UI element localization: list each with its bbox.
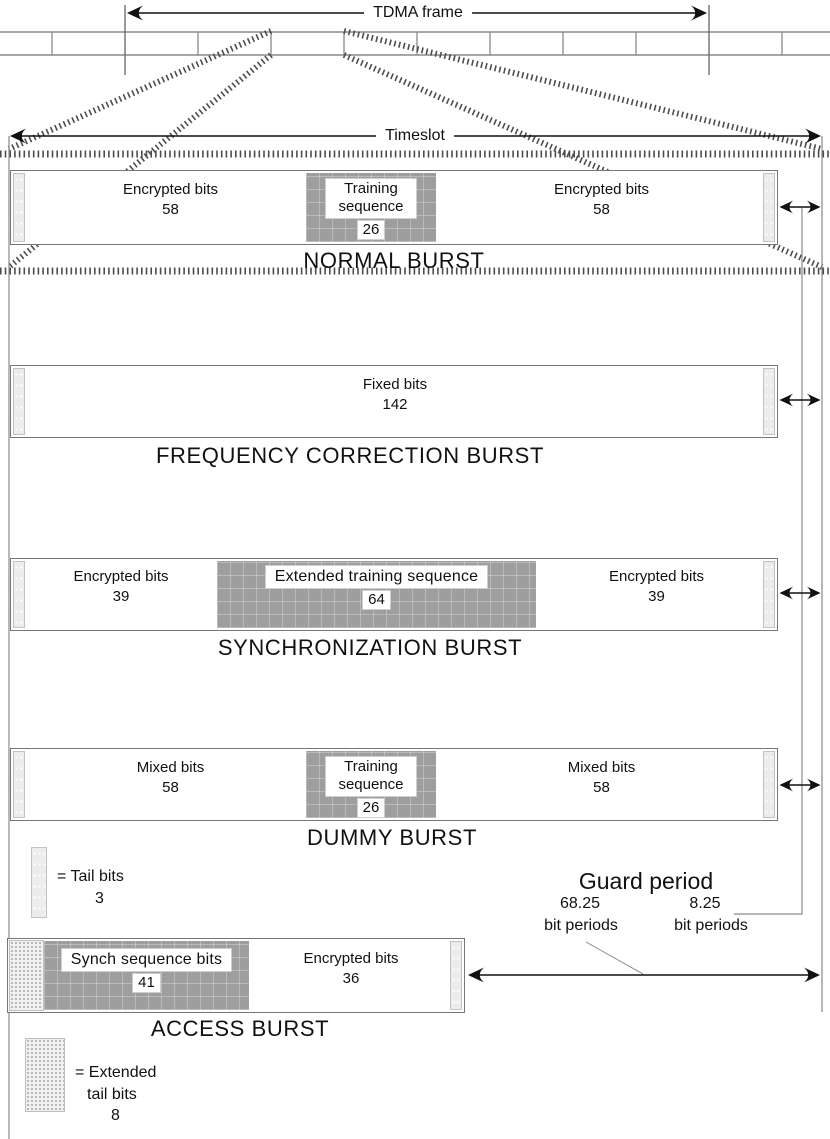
- segment-label: Fixed bits: [362, 376, 428, 393]
- mixed-bits-left-segment: Mixed bits 58: [35, 758, 306, 799]
- extended-tail-legend-label-line2: tail bits: [87, 1085, 137, 1103]
- synch-sequence-bits: 41: [132, 972, 161, 993]
- tail-bits-box: [763, 368, 775, 435]
- synchronization-burst-title: SYNCHRONIZATION BURST: [217, 635, 523, 660]
- segment-bits: 39: [648, 588, 665, 606]
- extended-tail-legend-label-line1: = Extended: [75, 1064, 157, 1081]
- guard-right-unit: bit periods: [674, 917, 748, 934]
- tail-bits-legend-swatch: [31, 847, 47, 918]
- guard-pointer-line: [585, 941, 644, 975]
- extended-tail-bits-box: [9, 940, 44, 1011]
- mixed-bits-right-segment: Mixed bits 58: [436, 758, 767, 799]
- extended-training-sequence-label: Extended training sequence: [264, 565, 489, 589]
- tail-bits-legend-value: 3: [95, 889, 104, 907]
- tail-bits-box: [763, 561, 775, 628]
- training-sequence-box: Training sequence 26: [306, 751, 436, 818]
- segment-bits: 39: [112, 588, 130, 606]
- tail-bits-box: [13, 561, 25, 628]
- dummy-burst-box: Training sequence 26 Mixed bits 58 Mixed…: [10, 748, 778, 821]
- training-sequence-label: Training sequence: [325, 178, 417, 219]
- guard-left-unit: bit periods: [544, 917, 618, 934]
- tail-bits-legend-text: = Tail bits 3: [57, 866, 124, 909]
- segment-label: Encrypted bits: [73, 568, 169, 585]
- segment-label: Mixed bits: [136, 759, 205, 776]
- guard-period-connector-line: [734, 208, 803, 915]
- frame-slot-dividers: [51, 32, 783, 55]
- segment-label: Encrypted bits: [608, 568, 705, 585]
- encrypted-bits-segment: Encrypted bits 36: [249, 949, 453, 990]
- extended-training-sequence-box: Extended training sequence 64: [217, 561, 536, 628]
- tail-bits-box: [13, 751, 25, 818]
- guard-period-title: Guard period: [578, 868, 714, 894]
- segment-bits: 58: [162, 779, 179, 797]
- guard-right-value: 8.25: [689, 895, 721, 912]
- training-sequence-bits: 26: [356, 797, 386, 818]
- frequency-correction-burst-box: Fixed bits 142: [10, 365, 778, 438]
- extended-tail-bits-legend-swatch: [25, 1038, 65, 1112]
- segment-label: Encrypted bits: [122, 181, 219, 198]
- training-sequence-bits: 26: [356, 219, 386, 240]
- normal-burst-title: NORMAL BURST: [303, 248, 485, 273]
- encrypted-bits-left-segment: Encrypted bits 58: [35, 180, 306, 221]
- frequency-correction-burst-title: FREQUENCY CORRECTION BURST: [156, 443, 544, 468]
- segment-label: Encrypted bits: [553, 181, 650, 198]
- tdma-frame-label: TDMA frame: [364, 4, 472, 22]
- expansion-hatch-lines: [7, 28, 824, 270]
- segment-label: Mixed bits: [567, 759, 636, 776]
- guard-arrows: [781, 206, 819, 786]
- segment-bits: 142: [382, 396, 408, 414]
- training-sequence-label: Training sequence: [325, 756, 417, 797]
- normal-burst-box: Training sequence 26 Encrypted bits 58 E…: [10, 170, 778, 245]
- synch-sequence-box: Synch sequence bits 41: [44, 941, 249, 1010]
- encrypted-bits-right-segment: Encrypted bits 58: [436, 180, 767, 221]
- segment-label: Encrypted bits: [303, 950, 399, 967]
- access-burst-title: ACCESS BURST: [150, 1016, 330, 1041]
- access-burst-box: Synch sequence bits 41 Encrypted bits 36: [7, 938, 465, 1013]
- fixed-bits-segment: Fixed bits 142: [25, 375, 765, 416]
- segment-bits: 58: [593, 201, 610, 219]
- guard-left-value: 68.25: [559, 895, 601, 912]
- dummy-burst-title: DUMMY BURST: [307, 825, 477, 850]
- synchronization-burst-box: Extended training sequence 64 Encrypted …: [10, 558, 778, 631]
- synch-sequence-label: Synch sequence bits: [60, 948, 233, 972]
- segment-bits: 58: [162, 201, 179, 219]
- tail-bits-box: [450, 941, 462, 1010]
- extended-training-sequence-bits: 64: [362, 589, 391, 610]
- encrypted-bits-right-segment: Encrypted bits 39: [536, 567, 777, 608]
- extended-tail-legend-value: 8: [111, 1107, 120, 1125]
- encrypted-bits-left-segment: Encrypted bits 39: [25, 567, 217, 608]
- tail-bits-box: [763, 173, 775, 242]
- tail-bits-box: [763, 751, 775, 818]
- training-sequence-box: Training sequence 26: [306, 173, 436, 242]
- tail-bits-box: [13, 173, 25, 242]
- tail-bits-box: [13, 368, 25, 435]
- timeslot-label: Timeslot: [376, 127, 454, 145]
- segment-bits: 58: [593, 779, 610, 797]
- extended-tail-bits-legend-text: = Extended tail bits 8: [75, 1062, 156, 1127]
- tail-bits-legend-label: = Tail bits: [57, 868, 124, 885]
- segment-bits: 36: [342, 970, 360, 988]
